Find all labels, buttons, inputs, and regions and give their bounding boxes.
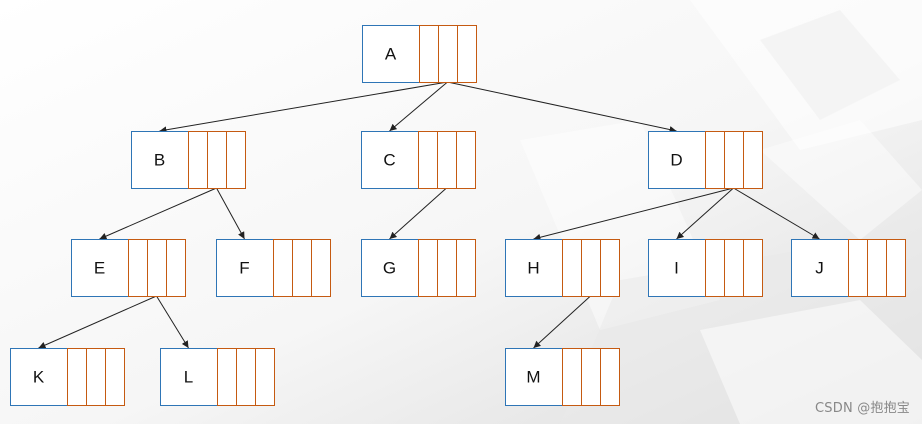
edge-a-b — [159, 81, 448, 134]
child-pointer-slot — [166, 239, 186, 297]
child-pointer-slot — [437, 131, 457, 189]
child-pointer-slot — [743, 239, 763, 297]
node-label: I — [674, 259, 679, 278]
node-label-box — [361, 239, 419, 297]
child-pointer-slot — [188, 131, 208, 189]
node-label-box — [362, 25, 420, 83]
child-pointer-slot — [418, 131, 438, 189]
child-pointer-slot — [456, 239, 476, 297]
tree-node-g: G — [361, 239, 476, 297]
edge-d-j — [733, 187, 820, 240]
node-label: E — [94, 259, 105, 278]
node-label-box — [505, 348, 563, 406]
node-label: F — [239, 259, 249, 278]
tree-node-f: F — [216, 239, 331, 297]
child-pointer-slot — [705, 239, 725, 297]
child-pointer-slot — [743, 131, 763, 189]
child-pointer-slot — [418, 239, 438, 297]
child-pointer-slot — [600, 239, 620, 297]
child-pointer-slot — [886, 239, 906, 297]
tree-node-d: D — [648, 131, 763, 189]
edges-layer — [38, 81, 820, 349]
tree-node-i: I — [648, 239, 763, 297]
child-pointer-slot — [128, 239, 148, 297]
node-label: H — [527, 259, 539, 278]
child-pointer-slot — [724, 239, 744, 297]
child-pointer-slot — [600, 348, 620, 406]
node-label-box — [160, 348, 218, 406]
child-pointer-slot — [273, 239, 293, 297]
child-pointer-slot — [217, 348, 237, 406]
node-label-box — [648, 239, 706, 297]
node-label-box — [71, 239, 129, 297]
node-label: C — [383, 151, 395, 170]
child-pointer-slot — [562, 348, 582, 406]
node-label-box — [10, 348, 68, 406]
node-label: B — [154, 151, 165, 170]
tree-node-e: E — [71, 239, 186, 297]
child-pointer-slot — [67, 348, 87, 406]
edge-c-g — [389, 187, 447, 240]
edge-a-c — [389, 81, 448, 132]
edge-a-d — [447, 81, 677, 133]
child-pointer-slot — [207, 131, 227, 189]
child-pointer-slot — [86, 348, 106, 406]
tree-node-l: L — [160, 348, 275, 406]
watermark: CSDN @抱抱宝 — [815, 401, 910, 416]
node-label: K — [33, 368, 45, 387]
child-pointer-slot — [867, 239, 887, 297]
tree-node-j: J — [791, 239, 906, 297]
child-pointer-slot — [848, 239, 868, 297]
child-pointer-slot — [226, 131, 246, 189]
edge-d-i — [676, 187, 734, 240]
child-pointer-slot — [581, 239, 601, 297]
node-label-box — [505, 239, 563, 297]
child-pointer-slot — [419, 25, 439, 83]
child-pointer-slot — [705, 131, 725, 189]
tree-node-c: C — [361, 131, 476, 189]
child-pointer-slot — [311, 239, 331, 297]
edge-d-h — [533, 187, 734, 241]
node-label: G — [383, 259, 396, 278]
edge-e-k — [38, 295, 157, 349]
child-pointer-slot — [581, 348, 601, 406]
tree-node-k: K — [10, 348, 125, 406]
tree-node-b: B — [131, 131, 246, 189]
node-label-box — [216, 239, 274, 297]
child-pointer-slot — [255, 348, 275, 406]
child-pointer-slot — [147, 239, 167, 297]
child-pointer-slot — [105, 348, 125, 406]
node-label: A — [385, 45, 397, 64]
tree-node-h: H — [505, 239, 620, 297]
node-label: J — [815, 259, 824, 278]
child-pointer-slot — [236, 348, 256, 406]
tree-node-a: A — [362, 25, 477, 83]
child-pointer-slot — [292, 239, 312, 297]
edge-h-m — [533, 295, 591, 349]
child-pointer-slot — [562, 239, 582, 297]
edge-b-e — [99, 187, 217, 240]
child-pointer-slot — [456, 131, 476, 189]
child-pointer-slot — [457, 25, 477, 83]
node-label-box — [361, 131, 419, 189]
edge-b-f — [216, 187, 245, 240]
nodes-layer: A B C D E F G H I J K L M — [10, 25, 906, 406]
tree-node-m: M — [505, 348, 620, 406]
node-label: M — [526, 368, 540, 387]
node-label: L — [184, 368, 193, 387]
node-label-box — [791, 239, 849, 297]
child-pointer-slot — [437, 239, 457, 297]
node-label: D — [670, 151, 682, 170]
edge-e-l — [156, 295, 189, 349]
child-pointer-slot — [724, 131, 744, 189]
child-pointer-slot — [438, 25, 458, 83]
node-label-box — [131, 131, 189, 189]
